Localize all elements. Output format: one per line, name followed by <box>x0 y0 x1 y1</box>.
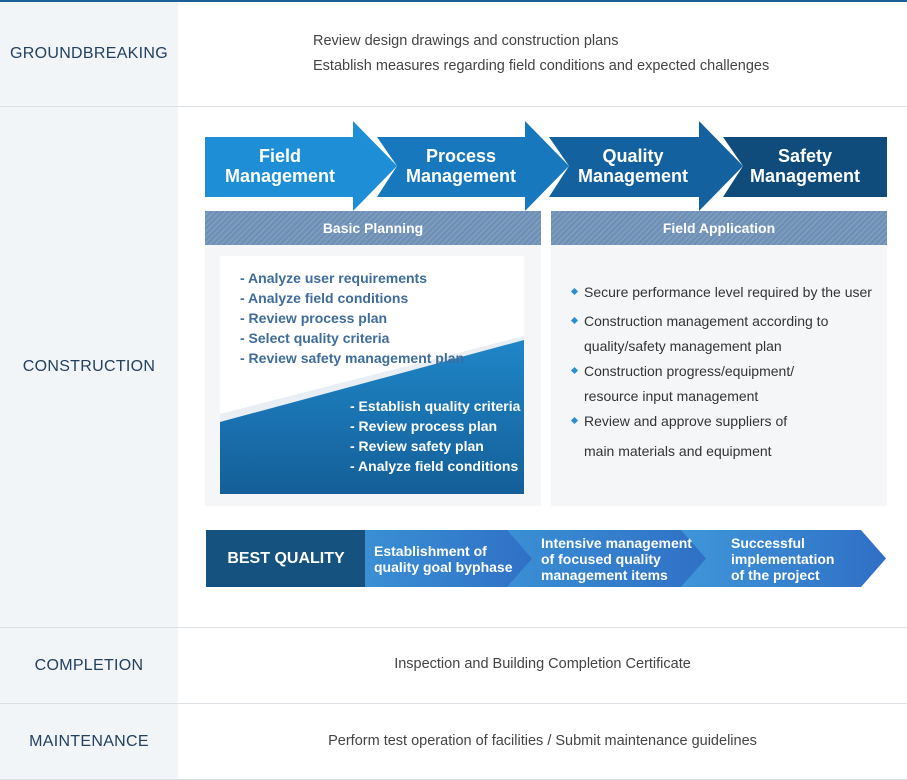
flow-line: Management <box>224 166 336 186</box>
best-quality-chevrons <box>365 530 886 587</box>
stage-label: GROUNDBREAKING <box>0 2 178 106</box>
list-item: - Analyze field conditions <box>350 458 519 474</box>
description-line: Establish measures regarding field condi… <box>313 58 770 74</box>
list-item-text: Review and approve suppliers of <box>584 413 788 429</box>
list-item-text: resource input management <box>584 388 759 404</box>
flow-arrows <box>205 121 887 211</box>
flow-line: Safety <box>777 146 833 166</box>
basic-planning-header: Basic Planning <box>205 211 541 245</box>
chevron-step <box>365 530 538 587</box>
stage-body: Inspection and Building Completion Certi… <box>178 628 907 703</box>
step-line: management items <box>541 567 668 583</box>
step-line: quality goal byphase <box>374 559 513 575</box>
stage-body: Perform test operation of facilities / S… <box>178 704 907 779</box>
planning-diagonal-band <box>220 336 524 494</box>
list-item: - Review process plan <box>350 418 498 434</box>
planning-upper-list: - Analyze user requirements - Analyze fi… <box>240 268 464 368</box>
description-line: Review design drawings and construction … <box>313 33 619 49</box>
list-item: - Review safety management plan <box>240 350 465 366</box>
list-item: - Review safety plan <box>350 438 484 454</box>
stage-label: COMPLETION <box>0 628 178 703</box>
description-line: Inspection and Building Completion Certi… <box>394 656 691 672</box>
stage-maintenance: MAINTENANCE Perform test operation of fa… <box>0 704 907 780</box>
list-item: - Select quality criteria <box>240 330 390 346</box>
flow-arrow <box>377 121 569 211</box>
list-item: - Establish quality criteria <box>350 398 521 414</box>
step-line: Establishment of <box>374 543 487 559</box>
list-item-text: Construction progress/equipment/ <box>584 363 795 379</box>
best-quality-step: Establishment of quality goal byphase <box>374 543 512 575</box>
step-line: of focused quality <box>541 551 661 567</box>
chevron-step <box>681 530 886 587</box>
stage-label: CONSTRUCTION <box>0 107 178 627</box>
flow-arrow <box>549 121 743 211</box>
chevron-step <box>507 530 712 587</box>
stage-label: MAINTENANCE <box>0 704 178 779</box>
planning-lower-list: - Establish quality criteria - Review pr… <box>350 396 520 476</box>
list-item-text: Construction management according to <box>584 313 829 329</box>
best-quality-step: Successful implementation of the project <box>731 535 834 583</box>
step-line: implementation <box>731 551 835 567</box>
list-item: - Analyze user requirements <box>240 270 427 286</box>
flow-line: Process <box>425 146 497 166</box>
flow-line: Management <box>405 166 517 186</box>
flow-line: Quality <box>602 146 664 166</box>
stage-construction: CONSTRUCTION <box>0 107 907 628</box>
flow-line: Management <box>577 166 689 186</box>
list-item: - Analyze field conditions <box>240 290 409 306</box>
stage-body: Review design drawings and construction … <box>178 2 907 106</box>
step-line: Successful <box>731 535 805 551</box>
best-quality-step: Intensive management of focused quality … <box>541 535 692 583</box>
list-item-text: Secure performance level required by the… <box>584 284 872 300</box>
field-application-header: Field Application <box>551 211 887 245</box>
flow-line: Management <box>749 166 861 186</box>
step-line: Intensive management <box>541 535 692 551</box>
best-quality-label: BEST QUALITY <box>206 530 366 587</box>
flow-line: Field <box>258 146 301 166</box>
top-rule <box>0 0 907 2</box>
list-item: - Review process plan <box>240 310 388 326</box>
step-line: of the project <box>731 567 820 583</box>
list-item-text: quality/safety management plan <box>584 338 782 354</box>
stage-completion: COMPLETION Inspection and Building Compl… <box>0 628 907 704</box>
flow-arrow <box>723 137 887 197</box>
flow-arrow <box>205 121 397 211</box>
list-item-text: main materials and equipment <box>584 443 772 459</box>
description-line: Perform test operation of facilities / S… <box>328 733 757 749</box>
stage-groundbreaking: GROUNDBREAKING Review design drawings an… <box>0 2 907 107</box>
field-application-panel <box>551 245 887 506</box>
